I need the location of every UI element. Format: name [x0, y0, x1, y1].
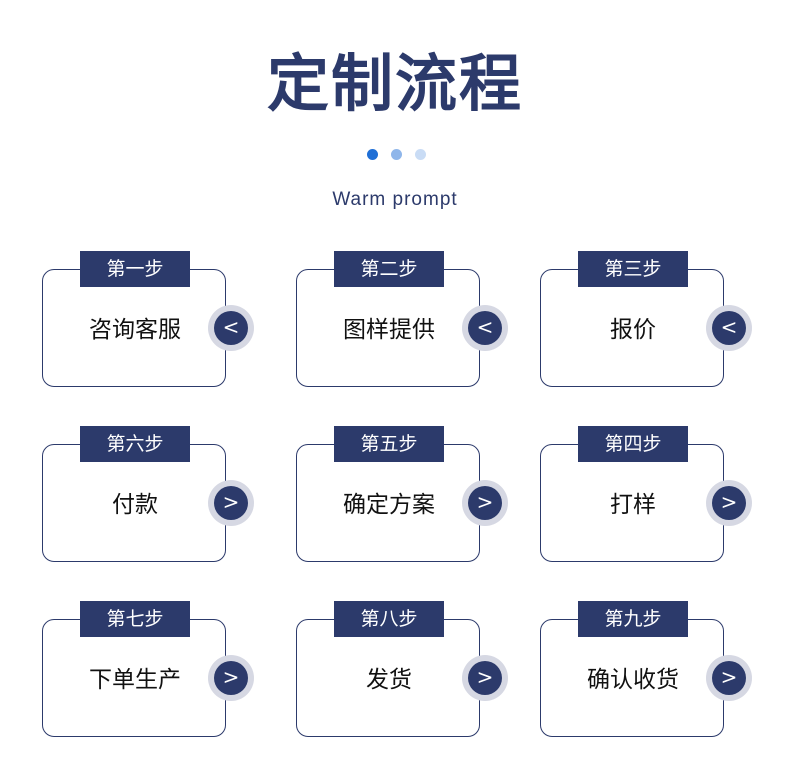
- arrow-right-button[interactable]: >: [462, 655, 508, 701]
- chevron-left-icon: <: [468, 311, 502, 345]
- arrow-right-button[interactable]: >: [706, 480, 752, 526]
- step-label: 第五步: [334, 426, 444, 462]
- step-card-3: 第三步 报价 <: [540, 251, 752, 387]
- step-name: 打样: [610, 492, 656, 518]
- arrow-right-button[interactable]: >: [706, 655, 752, 701]
- step-label: 第八步: [334, 601, 444, 637]
- step-label: 第一步: [80, 251, 190, 287]
- step-name: 付款: [112, 492, 158, 518]
- step-label: 第二步: [334, 251, 444, 287]
- step-name: 咨询客服: [89, 317, 181, 343]
- step-card-7: 第七步 下单生产 >: [42, 601, 254, 737]
- step-card-6: 第六步 付款 >: [42, 426, 254, 562]
- page-title: 定制流程: [266, 47, 523, 120]
- step-label: 第三步: [578, 251, 688, 287]
- step-card-2: 第二步 图样提供 <: [296, 251, 508, 387]
- step-label: 第七步: [80, 601, 190, 637]
- carousel-dots: [0, 149, 790, 161]
- step-label: 第九步: [578, 601, 688, 637]
- arrow-right-button[interactable]: >: [208, 655, 254, 701]
- chevron-right-icon: >: [712, 486, 746, 520]
- step-card-5: 第五步 确定方案 >: [296, 426, 508, 562]
- step-name: 下单生产: [89, 667, 181, 693]
- chevron-left-icon: <: [712, 311, 746, 345]
- step-name: 确认收货: [587, 667, 679, 693]
- dot-3[interactable]: [415, 149, 426, 160]
- step-card-1: 第一步 咨询客服 <: [42, 251, 254, 387]
- step-card-9: 第九步 确认收货 >: [540, 601, 752, 737]
- chevron-right-icon: >: [214, 486, 248, 520]
- dot-2[interactable]: [391, 149, 402, 160]
- step-name: 图样提供: [343, 317, 435, 343]
- step-name: 报价: [610, 317, 656, 343]
- chevron-right-icon: >: [468, 661, 502, 695]
- dot-1[interactable]: [367, 149, 378, 160]
- arrow-left-button[interactable]: <: [706, 305, 752, 351]
- step-label: 第四步: [578, 426, 688, 462]
- arrow-left-button[interactable]: <: [462, 305, 508, 351]
- arrow-right-button[interactable]: >: [208, 480, 254, 526]
- step-label: 第六步: [80, 426, 190, 462]
- step-card-8: 第八步 发货 >: [296, 601, 508, 737]
- page-subtitle: Warm prompt: [332, 189, 458, 210]
- step-name: 发货: [366, 667, 412, 693]
- chevron-right-icon: >: [214, 661, 248, 695]
- chevron-right-icon: >: [712, 661, 746, 695]
- chevron-right-icon: >: [468, 486, 502, 520]
- arrow-left-button[interactable]: <: [208, 305, 254, 351]
- arrow-right-button[interactable]: >: [462, 480, 508, 526]
- step-name: 确定方案: [343, 492, 435, 518]
- chevron-left-icon: <: [214, 311, 248, 345]
- step-card-4: 第四步 打样 >: [540, 426, 752, 562]
